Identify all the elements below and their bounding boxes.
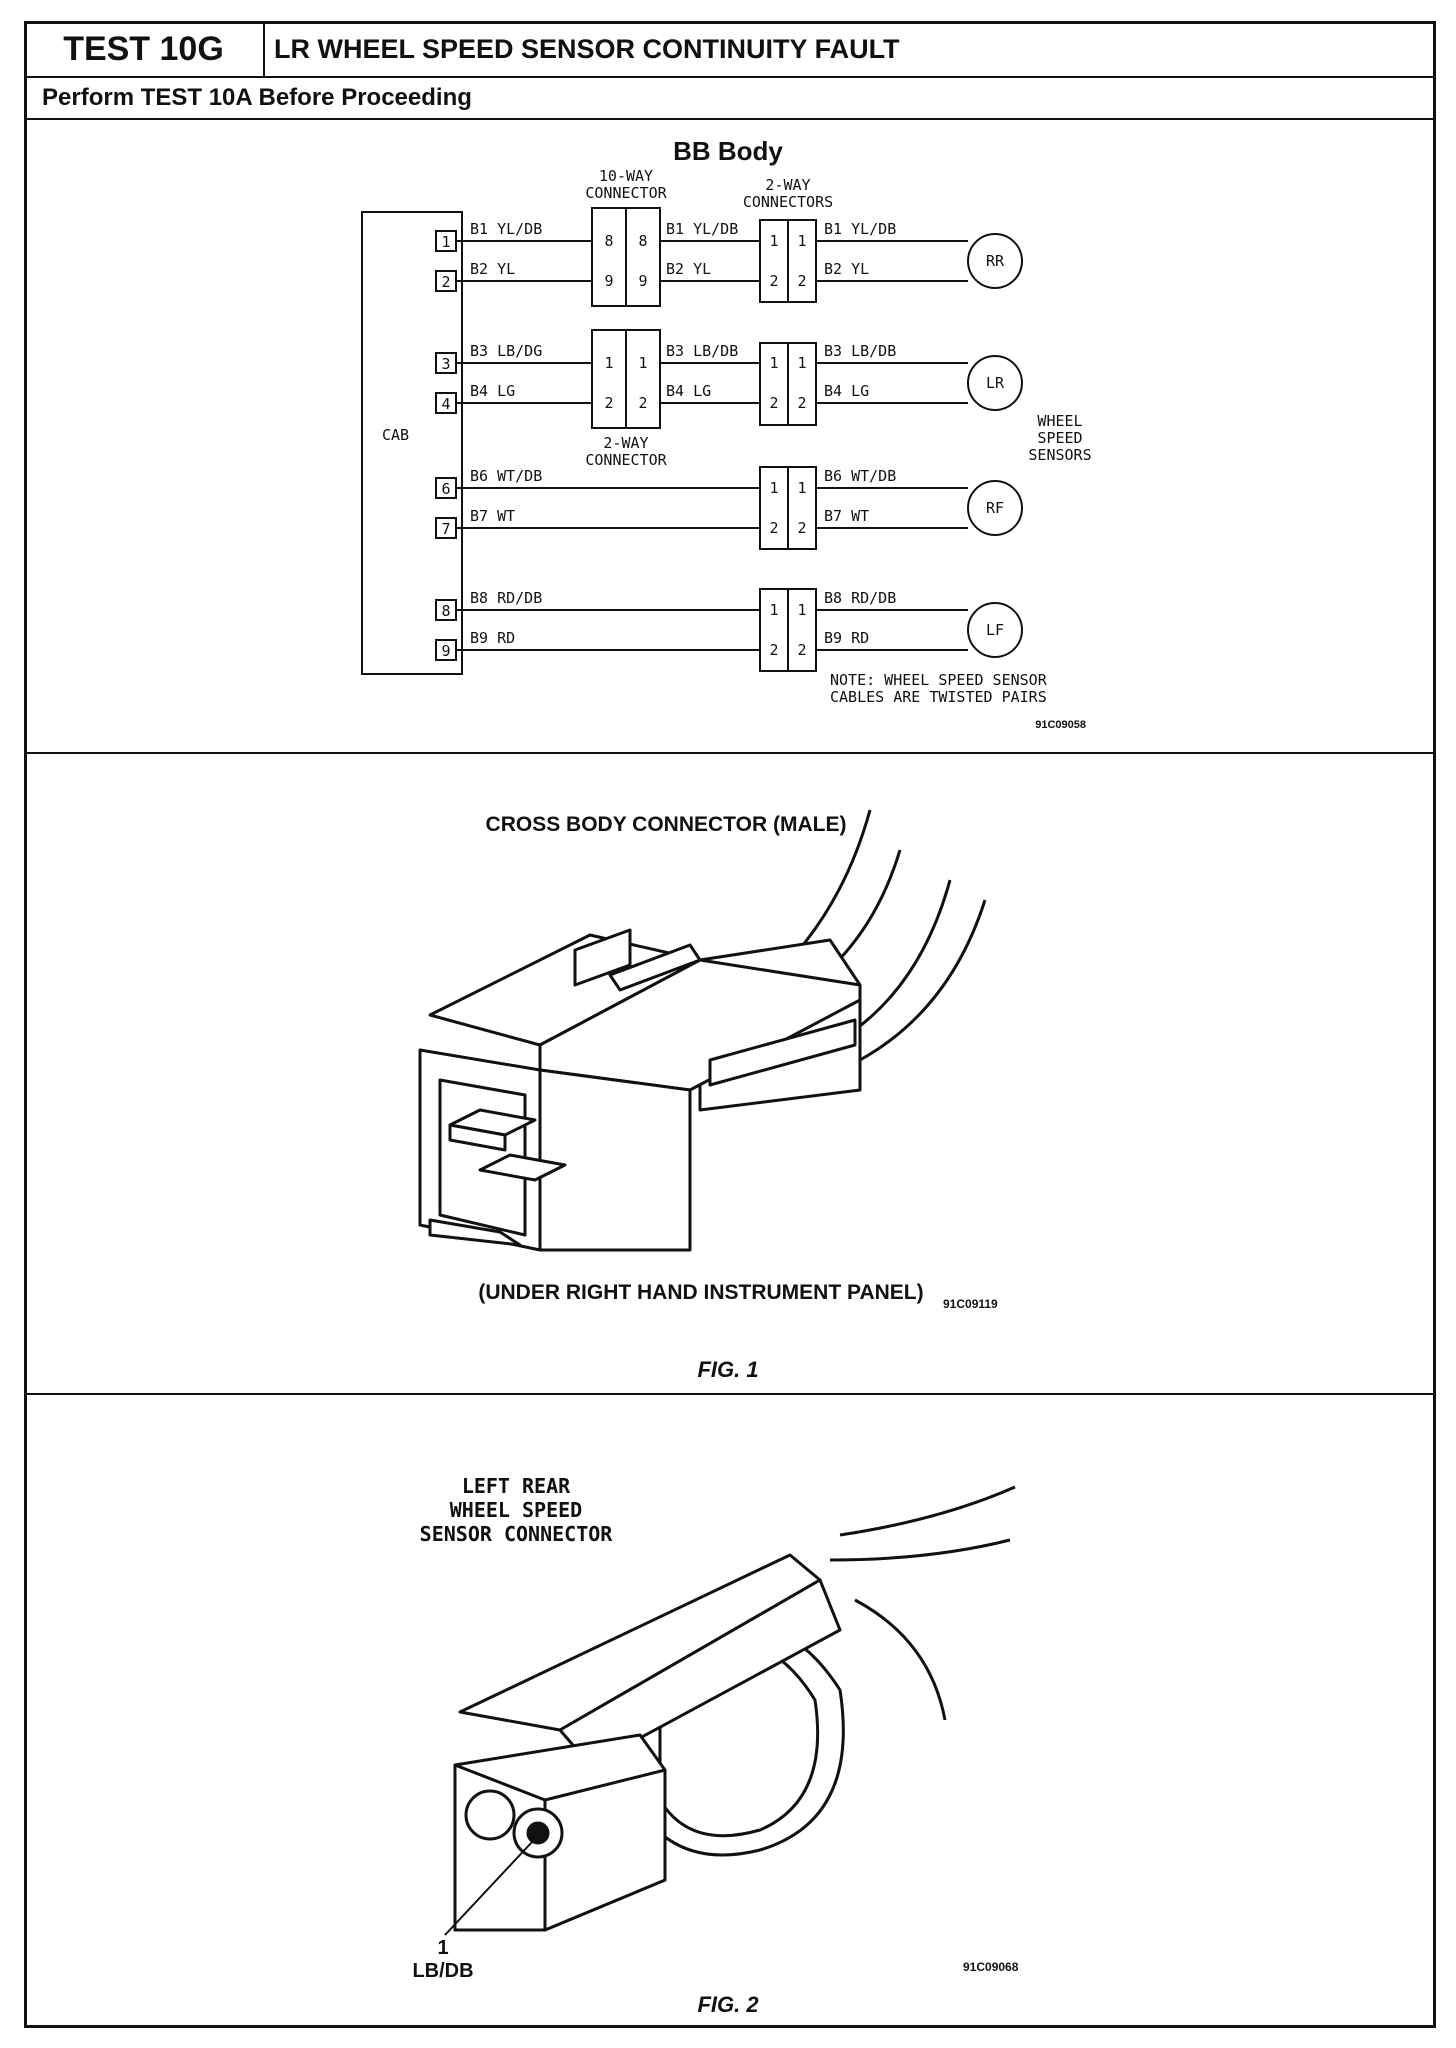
cross-body-connector-drawing: [418, 809, 987, 1252]
schematic-title: BB Body: [673, 136, 783, 166]
svg-text:9: 9: [604, 272, 613, 290]
svg-text:2: 2: [604, 394, 613, 412]
svg-text:2: 2: [769, 272, 778, 290]
svg-text:SENSORS: SENSORS: [1028, 446, 1091, 464]
schematic-note: NOTE: WHEEL SPEED SENSOR: [830, 671, 1048, 689]
svg-text:2: 2: [769, 641, 778, 659]
svg-text:8: 8: [441, 602, 450, 620]
svg-text:1: 1: [769, 232, 778, 250]
svg-text:B4 LG: B4 LG: [666, 382, 711, 400]
sensor-lf: [967, 602, 1023, 658]
circuit-label: B2 YL: [470, 260, 515, 278]
svg-text:B7 WT: B7 WT: [824, 507, 869, 525]
fig2-caption: FIG. 2: [697, 1992, 759, 2017]
svg-text:4: 4: [441, 395, 450, 413]
svg-text:1: 1: [604, 354, 613, 372]
sensor-rf: [967, 480, 1023, 536]
svg-text:CONNECTORS: CONNECTORS: [743, 193, 833, 211]
svg-text:B6 WT/DB: B6 WT/DB: [470, 467, 542, 485]
svg-text:B1 YL/DB: B1 YL/DB: [666, 220, 738, 238]
svg-text:9: 9: [441, 642, 450, 660]
svg-text:2: 2: [797, 272, 806, 290]
pin-wire-color: LB/DB: [412, 1960, 473, 1982]
svg-text:B2 YL: B2 YL: [824, 260, 869, 278]
svg-text:B9 RD: B9 RD: [470, 629, 515, 647]
svg-text:8: 8: [604, 232, 613, 250]
svg-text:1: 1: [638, 354, 647, 372]
svg-text:B9 RD: B9 RD: [824, 629, 869, 647]
svg-text:2: 2: [638, 394, 647, 412]
header-row: TEST 10G LR WHEEL SPEED SENSOR CONTINUIT…: [24, 21, 1436, 78]
fig2-figure-code: 91C09068: [963, 1960, 1019, 1974]
svg-text:CONNECTOR: CONNECTOR: [585, 184, 667, 202]
connector-10way-label: 10-WAY: [599, 167, 653, 185]
svg-text:1: 1: [441, 233, 450, 251]
svg-text:B3 LB/DB: B3 LB/DB: [824, 342, 896, 360]
sensor-rr: [967, 233, 1023, 289]
svg-text:B3 LB/DG: B3 LB/DG: [470, 342, 542, 360]
svg-text:SPEED: SPEED: [1037, 429, 1082, 447]
svg-text:3: 3: [441, 355, 450, 373]
pin-number: 1: [437, 1937, 448, 1959]
lr-sensor-connector-drawing: [444, 1485, 1016, 1936]
test-title: LR WHEEL SPEED SENSOR CONTINUITY FAULT: [274, 34, 900, 64]
svg-text:1: 1: [797, 601, 806, 619]
sensor-rf-label: RF: [986, 499, 1004, 517]
connectors-2way-label: 2-WAY: [765, 176, 810, 194]
svg-text:1: 1: [769, 479, 778, 497]
connector-2way-label: 2-WAY: [603, 434, 648, 452]
sensor-lr-label: LR: [986, 374, 1005, 392]
svg-text:8: 8: [638, 232, 647, 250]
schematic-figure-code: 91C09058: [1035, 719, 1086, 731]
fig1-label-bottom: (UNDER RIGHT HAND INSTRUMENT PANEL): [478, 1281, 923, 1304]
section-divider: [24, 752, 1436, 754]
svg-text:WHEEL SPEED: WHEEL SPEED: [450, 1498, 582, 1522]
svg-text:B3 LB/DB: B3 LB/DB: [666, 342, 738, 360]
svg-text:B6 WT/DB: B6 WT/DB: [824, 467, 896, 485]
svg-text:B7 WT: B7 WT: [470, 507, 515, 525]
circuit-label: B1 YL/DB: [470, 220, 542, 238]
fig2-label: LEFT REAR: [462, 1474, 571, 1498]
wheel-speed-sensors-label: WHEEL: [1037, 412, 1082, 430]
svg-text:1: 1: [797, 354, 806, 372]
sensor-rr-label: RR: [986, 252, 1005, 270]
svg-text:2: 2: [769, 519, 778, 537]
sensor-lr: [967, 355, 1023, 411]
svg-text:B8 RD/DB: B8 RD/DB: [470, 589, 542, 607]
section-divider: [24, 1393, 1436, 1395]
svg-text:2: 2: [797, 394, 806, 412]
svg-text:B4 LG: B4 LG: [470, 382, 515, 400]
svg-text:2: 2: [797, 519, 806, 537]
svg-text:1: 1: [797, 232, 806, 250]
svg-text:1: 1: [797, 479, 806, 497]
svg-text:2: 2: [441, 273, 450, 291]
page-frame: [24, 21, 1436, 2028]
svg-text:7: 7: [441, 520, 450, 538]
svg-text:B8 RD/DB: B8 RD/DB: [824, 589, 896, 607]
test-id: TEST 10G: [24, 21, 265, 78]
svg-text:2: 2: [769, 394, 778, 412]
svg-text:1: 1: [769, 354, 778, 372]
fig1-label-top: CROSS BODY CONNECTOR (MALE): [486, 813, 847, 836]
svg-text:B4 LG: B4 LG: [824, 382, 869, 400]
svg-text:CONNECTOR: CONNECTOR: [585, 451, 667, 469]
svg-text:1: 1: [769, 601, 778, 619]
fig1-figure-code: 91C09119: [943, 1297, 998, 1311]
fig1-caption: FIG. 1: [697, 1357, 758, 1382]
svg-text:SENSOR CONNECTOR: SENSOR CONNECTOR: [420, 1522, 614, 1546]
svg-text:B2 YL: B2 YL: [666, 260, 711, 278]
svg-text:9: 9: [638, 272, 647, 290]
svg-text:B1 YL/DB: B1 YL/DB: [824, 220, 896, 238]
svg-text:2: 2: [797, 641, 806, 659]
cab-label: CAB: [382, 426, 409, 444]
prerequisite-note: Perform TEST 10A Before Proceeding: [24, 78, 1436, 120]
svg-text:CABLES ARE TWISTED PAIRS: CABLES ARE TWISTED PAIRS: [830, 688, 1047, 706]
sensor-lf-label: LF: [986, 621, 1004, 639]
svg-text:6: 6: [441, 480, 450, 498]
cab-module: [361, 211, 463, 675]
